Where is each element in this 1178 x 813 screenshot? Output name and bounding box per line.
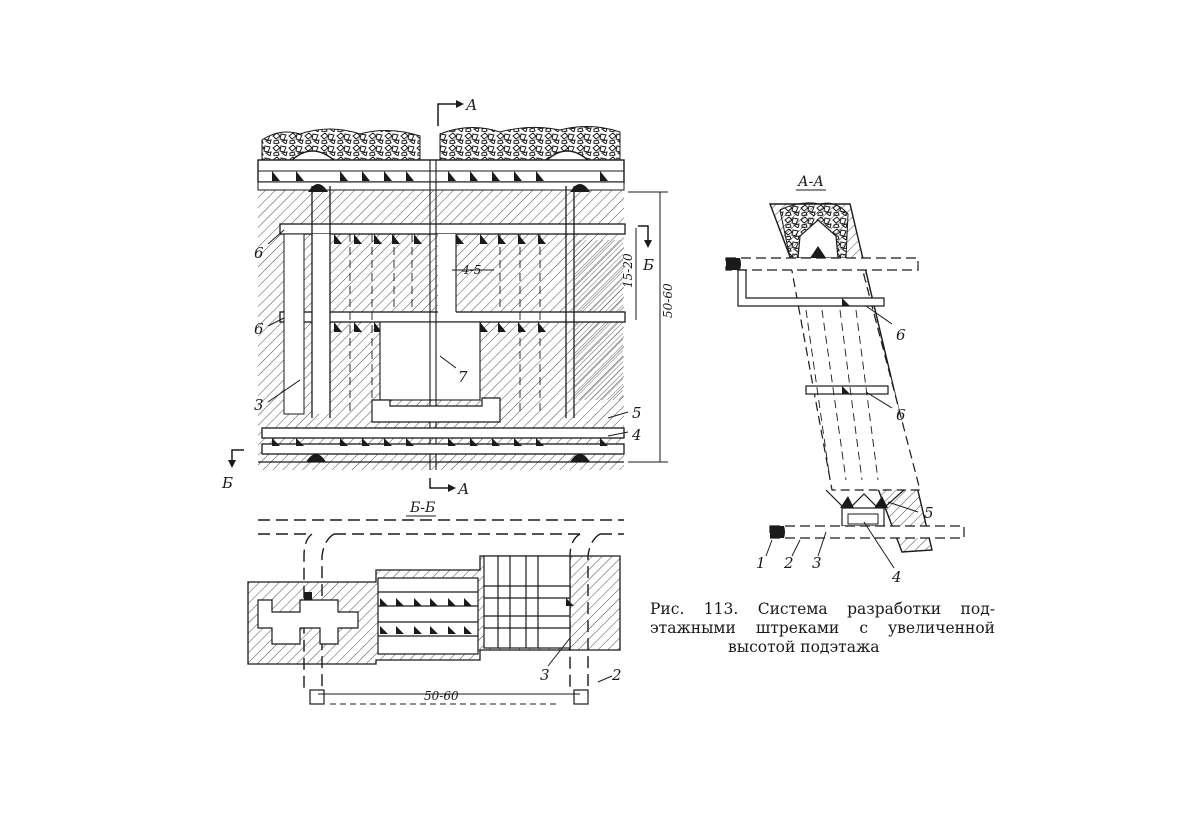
label-2-bb: 2 [611,666,622,684]
label-5-aa: 5 [924,504,934,522]
dim-15-20: 15-20 [621,253,635,288]
section-bb-view: Б-Б [248,500,624,704]
caption-line-3: высотой подэтажа [650,638,995,657]
label-6-upper: 6 [254,244,264,262]
label-7: 7 [458,368,468,386]
dim-50-60-vertical: 50-60 [661,283,675,318]
label-2-aa: 2 [783,554,794,572]
label-5-main: 5 [632,404,642,422]
label-4-main: 4 [631,426,642,444]
label-3-main: 3 [254,396,264,414]
label-section-a-bottom: А [457,480,469,498]
dim-50-60-horizontal: 50-60 [424,689,459,703]
view-title-aa: А-А [797,174,824,190]
label-6-aa-lower: 6 [896,406,906,424]
label-1-aa: 1 [756,554,766,572]
label-6-aa-upper: 6 [896,326,906,344]
label-4-aa: 4 [891,568,902,586]
view-title-bb: Б-Б [409,500,435,516]
label-6-lower: 6 [254,320,264,338]
label-section-a-top: А [465,96,477,114]
caption-line-1: Рис. 113. Система разработки под- [650,600,995,619]
section-aa-view: А-А [726,174,964,586]
dim-4-5: 4-5 [461,263,481,277]
label-3-aa: 3 [812,554,822,572]
caption-line-2: этажными штреками с увеличенной [650,619,995,638]
figure-caption: Рис. 113. Система разработки под- этажны… [650,600,995,657]
label-3-bb: 3 [540,666,550,684]
label-section-b-right: Б [642,256,654,274]
main-elevation-view [228,100,668,492]
label-section-b-left: Б [221,474,233,492]
